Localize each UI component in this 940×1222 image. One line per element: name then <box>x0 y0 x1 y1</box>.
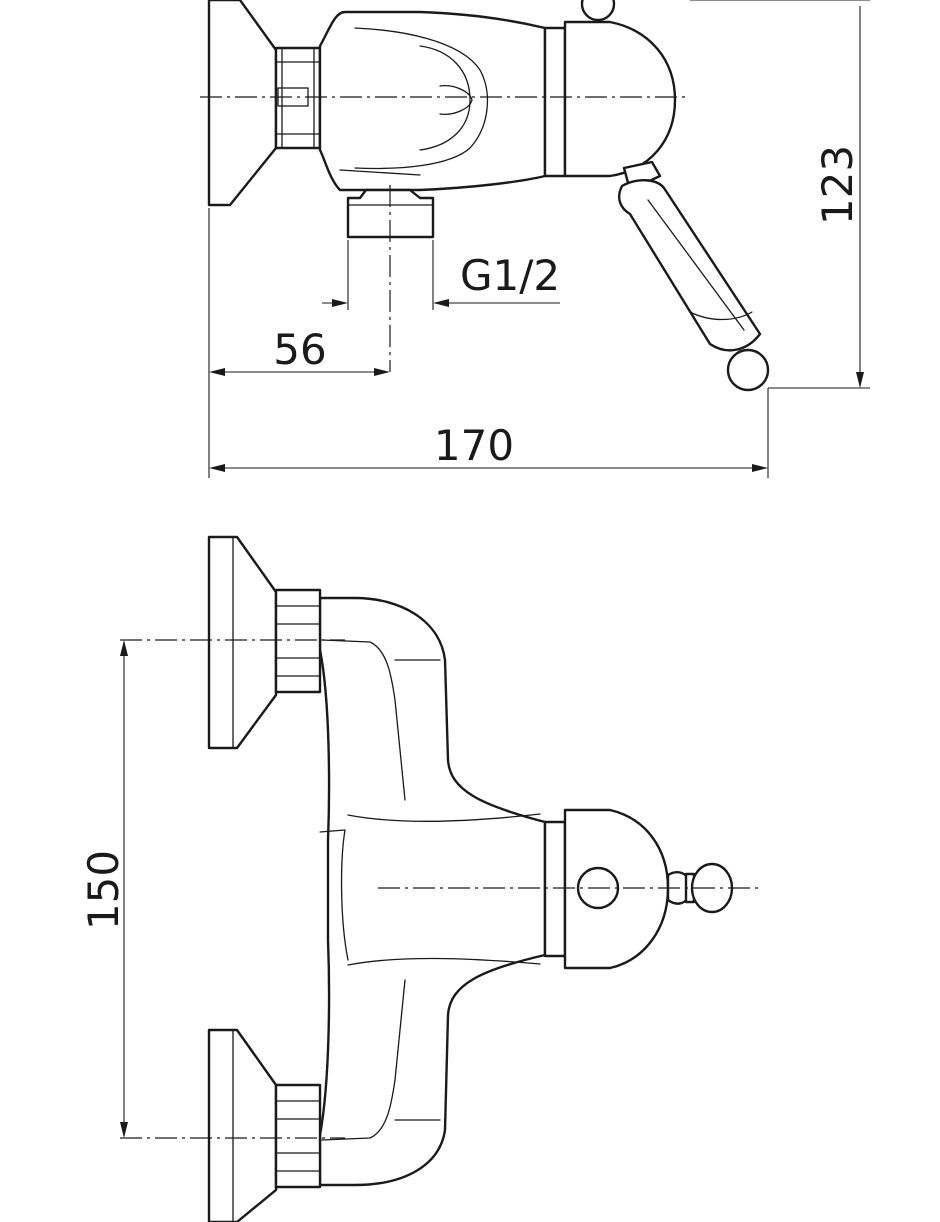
dimension-offset-label: 56 <box>273 325 326 374</box>
dimension-offset-56: 56 <box>208 208 390 478</box>
dimension-depth-170: 170 <box>209 388 769 478</box>
side-handle-top-knob <box>580 0 616 22</box>
side-wall-flange <box>207 0 278 207</box>
dimension-spacing-label: 150 <box>79 850 128 930</box>
front-upper-hex-nut <box>274 588 322 694</box>
front-upper-flange <box>207 535 278 750</box>
front-view: 150 <box>79 535 760 1222</box>
side-hex-nut <box>274 46 322 150</box>
dimension-spacing-150: 150 <box>79 640 128 1138</box>
front-valve-body <box>318 596 547 1187</box>
side-view: 123 G1/2 56 170 <box>200 0 870 478</box>
dimension-thread-g12: G1/2 <box>322 240 560 310</box>
side-dome-cap <box>563 20 677 178</box>
dimension-height-label: 123 <box>813 145 862 225</box>
front-lower-flange <box>207 1028 278 1222</box>
front-handle-collar <box>543 820 567 958</box>
dimension-thread-label: G1/2 <box>460 251 560 300</box>
front-lower-hex-nut <box>274 1083 322 1189</box>
dimension-depth-label: 170 <box>434 421 514 470</box>
dimension-height-123: 123 <box>690 0 870 389</box>
side-handle-collar <box>543 26 567 178</box>
side-lever-handle <box>618 160 770 392</box>
